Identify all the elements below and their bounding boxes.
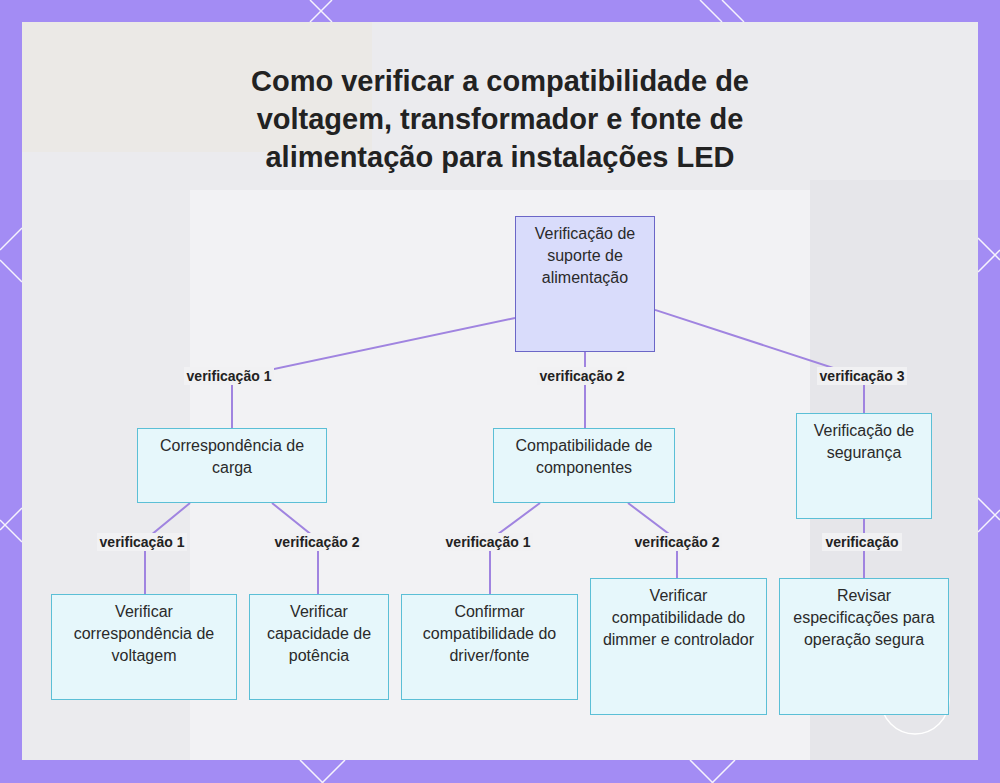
- edge-label: verificação: [822, 533, 901, 551]
- edge-label: verificação 2: [537, 367, 628, 385]
- box-text: Correspondência de carga: [146, 435, 318, 479]
- box-text: Verificar capacidade de potência: [258, 601, 380, 667]
- connector-line: [584, 352, 586, 428]
- edge-label: verificação 1: [443, 533, 534, 551]
- process-box: Verificação de segurança: [796, 413, 932, 519]
- connector-line: [232, 318, 515, 428]
- box-text: Compatibilidade de componentes: [502, 435, 666, 479]
- diagram-title: Como verificar a compatibilidade de volt…: [210, 62, 790, 176]
- edge-label: verificação 2: [272, 533, 363, 551]
- process-box: Correspondência de carga: [137, 428, 327, 503]
- process-box: Verificar correspondência de voltagem: [51, 594, 237, 700]
- root-box: Verificação de suporte de alimentação: [515, 216, 655, 352]
- connector-line: [655, 310, 864, 413]
- edge-label: verificação 1: [97, 533, 188, 551]
- box-text: Verificação de segurança: [805, 420, 923, 464]
- edge-label: verificação 1: [184, 367, 275, 385]
- process-box: Verificar capacidade de potência: [249, 594, 389, 700]
- box-text: Verificar compatibilidade do dimmer e co…: [599, 585, 758, 651]
- edge-label: verificação 2: [632, 533, 723, 551]
- box-text: Verificação de suporte de alimentação: [524, 223, 646, 289]
- process-box: Verificar compatibilidade do dimmer e co…: [590, 578, 767, 715]
- edge-label: verificação 3: [817, 367, 908, 385]
- process-box: Confirmar compatibilidade do driver/font…: [401, 594, 578, 700]
- box-text: Confirmar compatibilidade do driver/font…: [410, 601, 569, 667]
- process-box: Compatibilidade de componentes: [493, 428, 675, 503]
- process-box: Revisar especificações para operação seg…: [779, 578, 949, 715]
- box-text: Verificar correspondência de voltagem: [60, 601, 228, 667]
- box-text: Revisar especificações para operação seg…: [788, 585, 940, 651]
